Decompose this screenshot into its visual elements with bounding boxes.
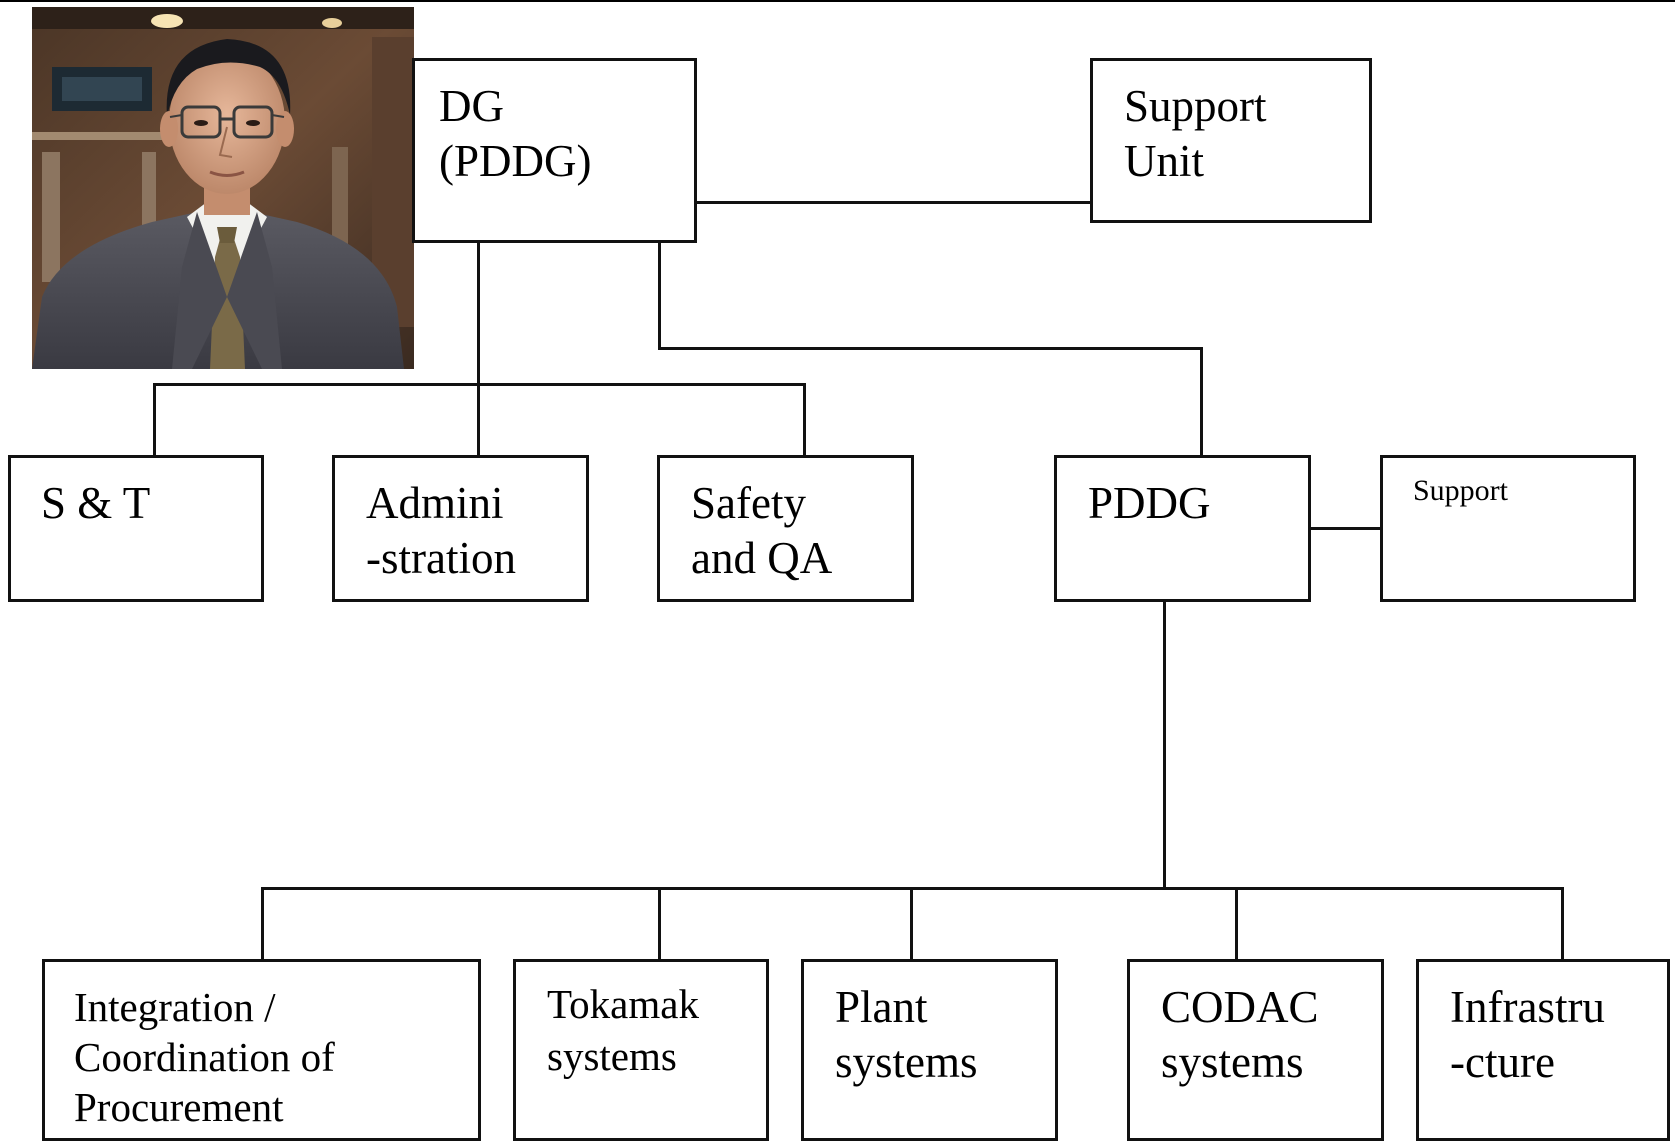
node-infrastructure-label: Infrastru -cture: [1450, 982, 1605, 1087]
connector-dg-down: [477, 240, 480, 386]
node-integration-label: Integration / Coordination of Procuremen…: [74, 984, 335, 1130]
node-integration: Integration / Coordination of Procuremen…: [42, 959, 481, 1141]
connector-dg-to-pddg-rise: [1200, 347, 1203, 457]
node-support-label: Support: [1413, 474, 1509, 507]
node-tokamak-label: Tokamak systems: [547, 981, 699, 1079]
portrait-photo: [32, 7, 414, 369]
node-tokamak: Tokamak systems: [513, 959, 769, 1141]
node-s-and-t-label: S & T: [41, 478, 151, 528]
node-plant: Plant systems: [801, 959, 1058, 1141]
node-safety-qa-label: Safety and QA: [691, 478, 833, 583]
node-codac-label: CODAC systems: [1161, 982, 1319, 1087]
node-codac: CODAC systems: [1127, 959, 1384, 1141]
node-pddg: PDDG: [1054, 455, 1311, 602]
connector-to-safety-qa: [803, 383, 806, 457]
node-dg-label: DG (PDDG): [439, 81, 592, 186]
node-plant-label: Plant systems: [835, 982, 978, 1087]
connector-dg-to-pddg-bar: [658, 347, 1203, 350]
connector-to-codac: [1235, 887, 1238, 961]
connector-to-plant: [910, 887, 913, 961]
node-dg: DG (PDDG): [412, 58, 697, 243]
node-support-unit-label: Support Unit: [1124, 81, 1267, 186]
node-administration: Admini -stration: [332, 455, 589, 602]
node-administration-label: Admini -stration: [366, 478, 516, 583]
connector-pddg-to-support: [1308, 527, 1383, 530]
node-pddg-label: PDDG: [1088, 478, 1211, 528]
connector-to-infrastructure: [1561, 887, 1564, 961]
connector-dg-to-pddg-drop: [658, 240, 661, 350]
connector-dg-to-support-unit: [695, 201, 1093, 204]
node-support-unit: Support Unit: [1090, 58, 1372, 223]
top-border-line: [0, 0, 1675, 2]
connector-to-administration: [477, 383, 480, 457]
node-s-and-t: S & T: [8, 455, 264, 602]
connector-to-tokamak: [658, 887, 661, 961]
connector-pddg-down: [1163, 601, 1166, 890]
node-safety-qa: Safety and QA: [657, 455, 914, 602]
node-support: Support: [1380, 455, 1636, 602]
connector-to-integration: [261, 887, 264, 961]
connector-to-s-and-t: [153, 383, 156, 457]
node-infrastructure: Infrastru -cture: [1416, 959, 1670, 1141]
